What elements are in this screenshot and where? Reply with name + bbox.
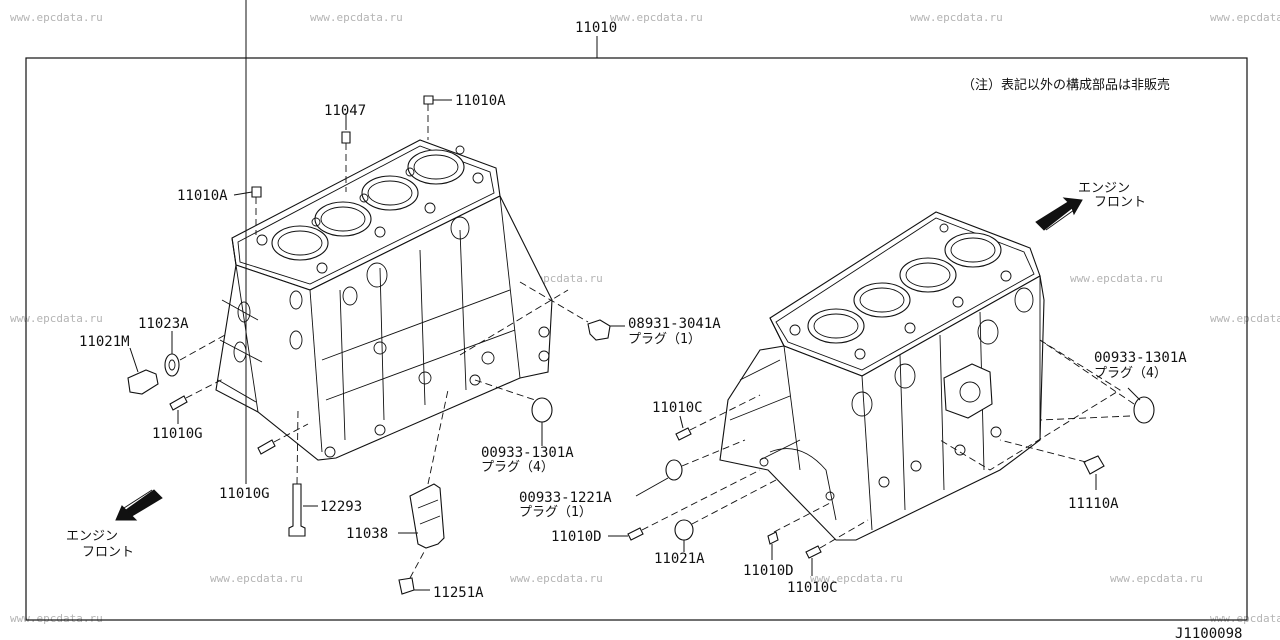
label-08931-plug: プラグ（1） [628,332,701,347]
engine-front-arrow-right [1035,197,1083,231]
plug-00933-left[interactable] [531,397,553,423]
watermark: www.epcdata.ru [310,11,403,24]
not-sold-note: （注）表記以外の構成部品は非販売 [962,77,1170,93]
watermark: www.epcdata.ru [10,612,103,625]
diagram-frame [25,57,1248,621]
dowel-11010d-2[interactable] [767,531,779,545]
bush-11021a[interactable] [674,519,694,541]
dowel-11110a[interactable] [1083,455,1105,475]
watermark: www.epcdata.ru [910,11,1003,24]
label-11010g-1[interactable]: 11010G [152,426,203,442]
callouts: 11047 11010A 11010A 11023A 11021M 11010G… [66,93,1187,601]
label-11010d-1[interactable]: 11010D [551,529,602,545]
dowel-11010c-1[interactable] [675,427,692,441]
engine-front-left-line2: フロント [82,545,134,560]
watermark: www.epcdata.ru [210,572,303,585]
watermark: www.epcdata.ru [810,572,903,585]
bolt-11251a[interactable] [398,577,415,595]
label-11021m[interactable]: 11021M [79,334,130,350]
engine-front-right-line1: エンジン [1078,181,1130,196]
label-11023a[interactable]: 11023A [138,316,189,332]
dowel-11010a-left[interactable] [251,186,262,198]
label-00933-1221-plug: プラグ（1） [519,505,592,520]
dowel-11047[interactable] [341,131,351,144]
drain-plug-11021m[interactable] [127,369,159,395]
label-11021a[interactable]: 11021A [654,551,705,567]
washer-11023a[interactable] [164,353,180,377]
watermark: www.epcdata.ru [1070,272,1163,285]
label-11010c-1[interactable]: 11010C [652,400,703,416]
label-00933-right-plug: プラグ（4） [1094,366,1167,381]
watermark: www.epcdata.ru [1210,11,1280,24]
cylinder-block-left [215,139,553,461]
engine-front-left-line1: エンジン [66,529,118,544]
label-11110a[interactable]: 11110A [1068,496,1119,512]
plug-08931[interactable] [587,319,611,341]
label-08931-3041a[interactable]: 08931-3041A [628,316,721,332]
watermark: www.epcdata.ru [610,11,703,24]
parts-right [608,339,1155,576]
engine-front-right-line2: フロント [1094,195,1146,210]
label-12293[interactable]: 12293 [320,499,362,515]
label-11038[interactable]: 11038 [346,526,388,542]
label-00933-1301a-right[interactable]: 00933-1301A [1094,350,1187,366]
label-11010d-2[interactable]: 11010D [743,563,794,579]
bolt-12293[interactable] [288,483,306,537]
parts-left [127,0,625,595]
watermark: www.epcdata.ru [1110,572,1203,585]
label-00933-left-plug: プラグ（4） [481,460,554,475]
dowel-11010a-top[interactable] [423,95,434,105]
watermark: www.epcdata.ru [510,572,603,585]
dowel-11010c-2[interactable] [805,545,822,559]
dowel-11010d-1[interactable] [627,527,644,541]
diagram-code: J1100098 [1175,626,1242,640]
label-11010a-left[interactable]: 11010A [177,188,228,204]
watermark: www.epcdata.ru [10,312,103,325]
dowel-11010g-2[interactable] [257,439,276,455]
watermark: www.epcdata.ru [1210,312,1280,325]
cylinder-block-right [719,211,1045,541]
label-00933-1301a-left[interactable]: 00933-1301A [481,445,574,461]
label-00933-1221a[interactable]: 00933-1221A [519,490,612,506]
watermark: www.epcdata.ru [10,11,103,24]
plug-00933-right[interactable] [1133,396,1155,424]
label-11010g-2[interactable]: 11010G [219,486,270,502]
label-11251a[interactable]: 11251A [433,585,484,601]
engine-front-arrow-left [115,489,163,521]
plug-00933-1221a[interactable] [665,459,683,481]
label-11010a-top[interactable]: 11010A [455,93,506,109]
label-11010c-2[interactable]: 11010C [787,580,838,596]
dowel-11010g-1[interactable] [169,395,188,411]
assembly-number-label[interactable]: 11010 [575,20,617,36]
watermark: www.epcdata.ru [1210,612,1280,625]
bracket-11038[interactable] [409,483,445,549]
label-11047[interactable]: 11047 [324,103,366,119]
